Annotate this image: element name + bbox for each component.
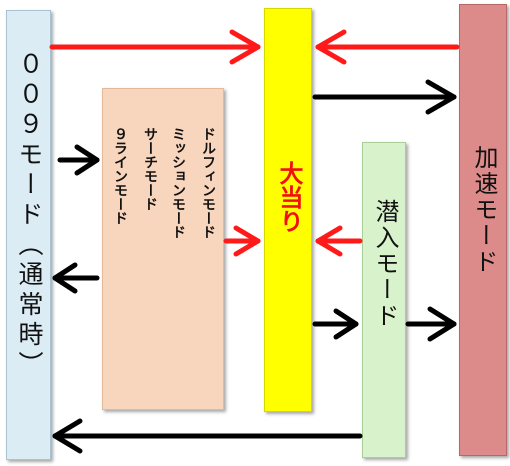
arrow-sennyu-to-oatari (315, 225, 363, 257)
sennyu-mode-label: 潜入モード (371, 199, 399, 329)
arrow-sennyu-to-009 (52, 418, 363, 454)
mission-mode-label: ミッションモード (170, 127, 186, 239)
arrow-sennyu-to-kasoku (405, 306, 457, 342)
arrow-009-to-oatari (49, 29, 261, 65)
kasoku-mode-label: 加速モード (470, 145, 498, 275)
oatari-box: 大当り (264, 8, 312, 412)
nine-line-mode-label: ９ラインモード (112, 127, 128, 225)
sennyu-mode-box: 潜入モード (362, 142, 406, 458)
arrow-oatari-to-sennyu (312, 308, 359, 340)
oatari-label: 大当り (275, 161, 303, 233)
arrow-oatari-to-kasoku (312, 79, 457, 115)
kasoku-mode-box: 加速モード (459, 4, 507, 456)
special-modes-box: ドルフィンモード ミッションモード サーチモード ９ラインモード (102, 88, 224, 410)
arrow-kasoku-to-oatari (315, 29, 460, 65)
arrow-009-to-modes (57, 144, 100, 176)
arrow-modes-to-009 (52, 262, 100, 294)
mode-009-normal-box: ００９モード（通常時） (6, 10, 51, 460)
mode-009-label: ００９モード（通常時） (15, 51, 44, 381)
search-mode-label: サーチモード (142, 127, 158, 211)
arrow-modes-to-oatari (223, 225, 261, 257)
dolphin-mode-label: ドルフィンモード (200, 127, 216, 239)
